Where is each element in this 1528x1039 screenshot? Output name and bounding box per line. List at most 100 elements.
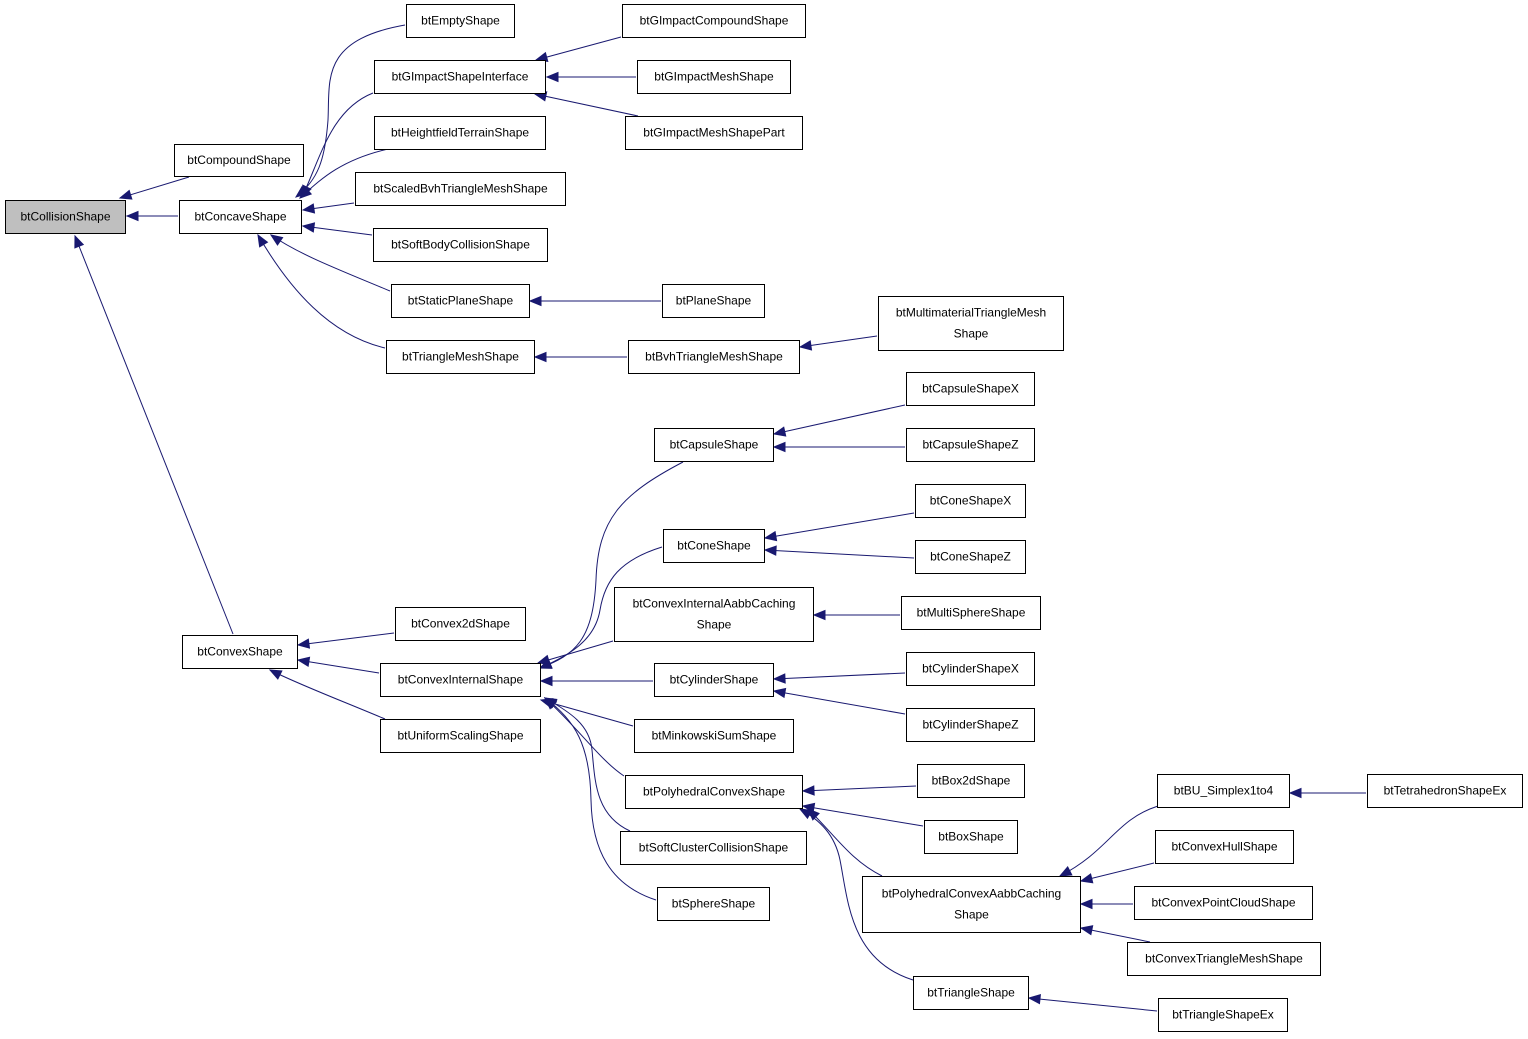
class-node-label: btBox2dShape [932, 774, 1011, 788]
class-node-label: btCapsuleShapeZ [922, 438, 1018, 452]
edge-btCompoundShape-to-btCollisionShape [118, 176, 190, 200]
class-node-btConvexInternalShape[interactable]: btConvexInternalShape [380, 663, 541, 697]
class-node-btConeShape[interactable]: btConeShape [663, 529, 765, 563]
class-node-box [917, 764, 1025, 798]
class-node-box [625, 775, 803, 809]
class-node-btCollisionShape[interactable]: btCollisionShape [5, 200, 126, 234]
inheritance-arrow-icon [539, 675, 553, 687]
class-node-btTriangleMeshShape[interactable]: btTriangleMeshShape [386, 340, 535, 374]
class-node-btHeightfieldTerrainShape[interactable]: btHeightfieldTerrainShape [374, 116, 546, 150]
class-node-box [1157, 774, 1290, 808]
class-node-btBox2dShape[interactable]: btBox2dShape [917, 764, 1025, 798]
class-node-btPolyhedralConvexShape[interactable]: btPolyhedralConvexShape [625, 775, 803, 809]
edge-btCylinderShape-to-btConvexInternalShape [539, 675, 653, 687]
inheritance-arrow-icon [301, 203, 316, 214]
class-node-label: btTriangleMeshShape [402, 350, 519, 364]
class-node-label: btStaticPlaneShape [408, 294, 514, 308]
class-node-label: Shape [954, 908, 989, 922]
class-node-box [906, 428, 1035, 462]
class-node-btConcaveShape[interactable]: btConcaveShape [179, 200, 302, 234]
class-node-btGImpactShapeInterface[interactable]: btGImpactShapeInterface [374, 60, 546, 94]
class-node-btSphereShape[interactable]: btSphereShape [657, 887, 770, 921]
class-node-btConvexHullShape[interactable]: btConvexHullShape [1155, 830, 1294, 864]
class-node-box [906, 372, 1035, 406]
class-node-btTriangleShapeEx[interactable]: btTriangleShapeEx [1158, 998, 1288, 1032]
edge-btSoftBodyCollisionShape-to-btConcaveShape [301, 222, 373, 236]
class-node-btStaticPlaneShape[interactable]: btStaticPlaneShape [391, 284, 530, 318]
class-node-box [1134, 886, 1313, 920]
edge-line [1028, 997, 1158, 1012]
class-node-btScaledBvhTriangleMeshShape[interactable]: btScaledBvhTriangleMeshShape [355, 172, 566, 206]
class-node-btTetrahedronShapeEx[interactable]: btTetrahedronShapeEx [1367, 774, 1523, 808]
class-node-label: btConvex2dShape [411, 617, 510, 631]
class-node-btConvexPointCloudShape[interactable]: btConvexPointCloudShape [1134, 886, 1313, 920]
class-node-btBvhTriangleMeshShape[interactable]: btBvhTriangleMeshShape [628, 340, 800, 374]
inheritance-arrow-icon [74, 234, 85, 249]
class-node-btConvexShape[interactable]: btConvexShape [182, 635, 298, 669]
class-node-label: btConcaveShape [194, 210, 286, 224]
class-node-box [179, 200, 302, 234]
class-node-btBoxShape[interactable]: btBoxShape [924, 820, 1018, 854]
edge-btConvex2dShape-to-btConvexShape [296, 632, 395, 649]
edge-btScaledBvhTriangleMeshShape-to-btConcaveShape [301, 202, 355, 214]
class-node-btMultiSphereShape[interactable]: btMultiSphereShape [901, 596, 1041, 630]
class-node-label: btScaledBvhTriangleMeshShape [373, 182, 548, 196]
class-node-btConeShapeX[interactable]: btConeShapeX [915, 484, 1026, 518]
class-node-btCylinderShape[interactable]: btCylinderShape [654, 663, 774, 697]
class-node-btCylinderShapeZ[interactable]: btCylinderShapeZ [906, 708, 1035, 742]
class-node-label: btEmptyShape [421, 14, 500, 28]
class-node-btCylinderShapeX[interactable]: btCylinderShapeX [906, 652, 1035, 686]
edge-btConcaveShape-to-btCollisionShape [125, 210, 178, 222]
class-node-btBU_Simplex1to4[interactable]: btBU_Simplex1to4 [1157, 774, 1290, 808]
class-node-btCapsuleShapeX[interactable]: btCapsuleShapeX [906, 372, 1035, 406]
edge-line [297, 632, 395, 646]
class-node-label: btCapsuleShapeX [922, 382, 1019, 396]
class-node-btGImpactCompoundShape[interactable]: btGImpactCompoundShape [622, 4, 806, 38]
class-node-label: btSoftBodyCollisionShape [391, 238, 530, 252]
class-node-box [380, 663, 541, 697]
class-node-label: btUniformScalingShape [397, 729, 523, 743]
class-node-btCapsuleShapeZ[interactable]: btCapsuleShapeZ [906, 428, 1035, 462]
class-node-btConeShapeZ[interactable]: btConeShapeZ [915, 540, 1026, 574]
class-node-btTriangleShape[interactable]: btTriangleShape [913, 976, 1029, 1010]
edge-line [773, 404, 906, 435]
class-node-btMinkowskiSumShape[interactable]: btMinkowskiSumShape [634, 719, 794, 753]
edge-btBU_Simplex1to4-to-btPolyhedralConvexAabbCachingShape [1058, 805, 1159, 877]
edge-line [537, 640, 614, 664]
class-node-btGImpactMeshShapePart[interactable]: btGImpactMeshShapePart [625, 116, 803, 150]
class-node-btGImpactMeshShape[interactable]: btGImpactMeshShape [637, 60, 791, 94]
inheritance-arrow-icon [257, 233, 269, 248]
inheritance-arrow-icon [812, 609, 826, 621]
class-node-box [906, 652, 1035, 686]
class-node-btCompoundShape[interactable]: btCompoundShape [174, 144, 304, 177]
class-node-label: btConeShapeZ [930, 550, 1011, 564]
edge-line [799, 335, 878, 348]
class-node-btEmptyShape[interactable]: btEmptyShape [406, 4, 515, 38]
edge-line [269, 669, 386, 720]
class-node-box [1155, 830, 1294, 864]
inheritance-arrow-icon [772, 426, 787, 437]
class-node-box [380, 719, 541, 753]
edge-line [74, 235, 234, 635]
class-node-btPlaneShape[interactable]: btPlaneShape [662, 284, 765, 318]
edge-btUniformScalingShape-to-btConvexShape [268, 669, 386, 720]
inheritance-arrow-icon [798, 340, 813, 351]
class-node-label: btCylinderShapeZ [922, 718, 1018, 732]
class-node-label: btTriangleShape [927, 986, 1015, 1000]
class-node-box [395, 607, 526, 641]
edge-btGImpactMeshShape-to-btGImpactShapeInterface [545, 71, 636, 83]
class-node-btSoftClusterCollisionShape[interactable]: btSoftClusterCollisionShape [620, 831, 807, 865]
class-node-btConvexTriangleMeshShape[interactable]: btConvexTriangleMeshShape [1127, 942, 1321, 976]
edge-line [1080, 927, 1151, 943]
class-node-box [622, 4, 806, 38]
class-node-btCapsuleShape[interactable]: btCapsuleShape [654, 428, 774, 462]
class-node-btSoftBodyCollisionShape[interactable]: btSoftBodyCollisionShape [373, 228, 548, 262]
inheritance-arrow-icon [1079, 925, 1094, 936]
class-node-btUniformScalingShape[interactable]: btUniformScalingShape [380, 719, 541, 753]
class-node-btConvex2dShape[interactable]: btConvex2dShape [395, 607, 526, 641]
edge-btHeightfieldTerrainShape-to-btConcaveShape [299, 148, 389, 199]
